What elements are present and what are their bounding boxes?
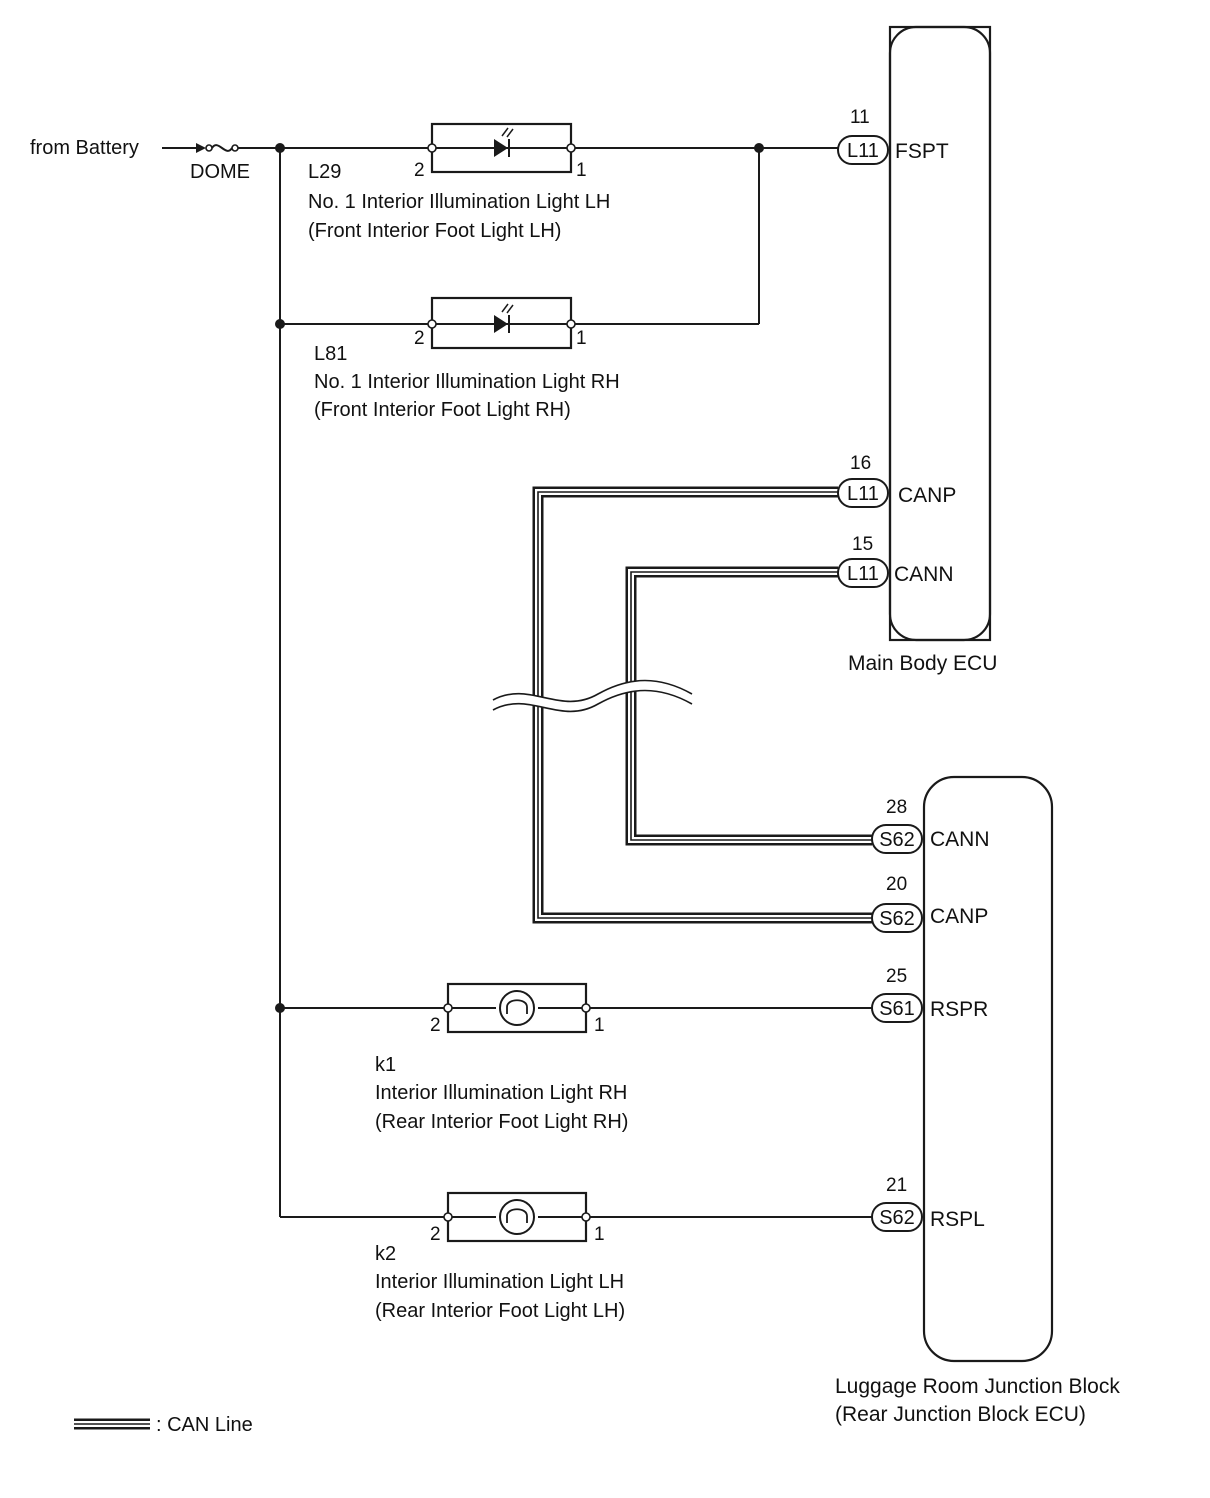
pin-label: 2 [430, 1015, 441, 1036]
pin-number: 16 [850, 453, 871, 474]
bulb-icon [499, 990, 535, 1026]
rear-ecu-name: Luggage Room Junction Block [835, 1375, 1120, 1398]
connector-id: S62 [879, 908, 915, 930]
pin-number: 20 [886, 874, 907, 895]
main-ecu-terminal-cann: 15 L11 CANN [837, 534, 954, 588]
connector-id: L11 [847, 483, 879, 505]
rear-ecu-terminal-cann: 28 S62 CANN [871, 797, 990, 854]
light-k1: 2 1 k1 Interior Illumination Light RH (R… [375, 982, 872, 1133]
signal-name: CANP [930, 905, 988, 928]
pin-label: 2 [414, 328, 425, 349]
pin-label: 1 [576, 160, 587, 181]
wire-break-icon [492, 679, 693, 713]
can-line-legend-label: : CAN Line [156, 1414, 253, 1436]
pin-label: 2 [414, 160, 425, 181]
light-desc: (Rear Interior Foot Light RH) [375, 1111, 628, 1133]
battery-feed: from Battery DOME [30, 137, 250, 183]
connector-id: S62 [879, 829, 915, 851]
rear-ecu-terminal-canp: 20 S62 CANP [871, 874, 988, 933]
main-ecu-terminal-canp: 16 L11 CANP [837, 453, 956, 508]
pin-label: 2 [430, 1224, 441, 1245]
light-id: L81 [314, 343, 347, 365]
light-name: Interior Illumination Light LH [375, 1271, 624, 1293]
pin-label: 1 [594, 1224, 605, 1245]
light-name: Interior Illumination Light RH [375, 1082, 627, 1104]
led-icon [494, 127, 514, 157]
can-bus [492, 486, 872, 924]
light-name: No. 1 Interior Illumination Light RH [314, 371, 620, 393]
legend: : CAN Line [74, 1414, 253, 1436]
signal-name: CANN [930, 828, 990, 851]
rear-junction-block-ecu: Luggage Room Junction Block (Rear Juncti… [835, 775, 1120, 1426]
pin-number: 21 [886, 1175, 907, 1196]
light-desc: (Rear Interior Foot Light LH) [375, 1300, 625, 1322]
pin-number: 25 [886, 966, 907, 987]
light-desc: (Front Interior Foot Light LH) [308, 220, 561, 242]
pin-number: 28 [886, 797, 907, 818]
light-desc: (Front Interior Foot Light RH) [314, 399, 571, 421]
signal-name: RSPR [930, 998, 988, 1021]
connector-id: S62 [879, 1207, 915, 1229]
light-k2: 2 1 k2 Interior Illumination Light LH (R… [375, 1191, 872, 1322]
fuse-label: DOME [190, 161, 250, 183]
light-id: L29 [308, 161, 341, 183]
light-l81: 2 1 L81 No. 1 Interior Illumination Ligh… [314, 296, 620, 421]
bulb-icon [499, 1199, 535, 1235]
connector-id: L11 [847, 563, 879, 585]
rear-ecu-subname: (Rear Junction Block ECU) [835, 1403, 1086, 1426]
connector-id: S61 [879, 998, 915, 1020]
signal-name: FSPT [895, 140, 949, 163]
power-bus [238, 143, 448, 1218]
pin-number: 15 [852, 534, 873, 555]
main-ecu-name: Main Body ECU [848, 652, 997, 675]
connector-id: L11 [847, 140, 879, 162]
rear-ecu-terminal-rspl: 21 S62 RSPL [871, 1175, 985, 1232]
battery-label: from Battery [30, 137, 139, 159]
light-id: k2 [375, 1243, 396, 1265]
light-l29: 2 1 L29 No. 1 Interior Illumination Ligh… [308, 122, 610, 242]
signal-name: CANP [898, 484, 956, 507]
signal-name: CANN [894, 563, 954, 586]
fspt-wiring [575, 143, 838, 325]
light-id: k1 [375, 1054, 396, 1076]
pin-label: 1 [594, 1015, 605, 1036]
light-name: No. 1 Interior Illumination Light LH [308, 191, 610, 213]
pin-label: 1 [576, 328, 587, 349]
signal-name: RSPL [930, 1208, 985, 1231]
rear-ecu-terminal-rspr: 25 S61 RSPR [871, 966, 988, 1023]
pin-number: 11 [850, 107, 870, 128]
main-body-ecu: Main Body ECU [848, 25, 997, 675]
fuse-icon [205, 144, 239, 152]
main-ecu-terminal-fspt: 11 L11 FSPT [837, 107, 949, 165]
led-icon [494, 303, 514, 333]
